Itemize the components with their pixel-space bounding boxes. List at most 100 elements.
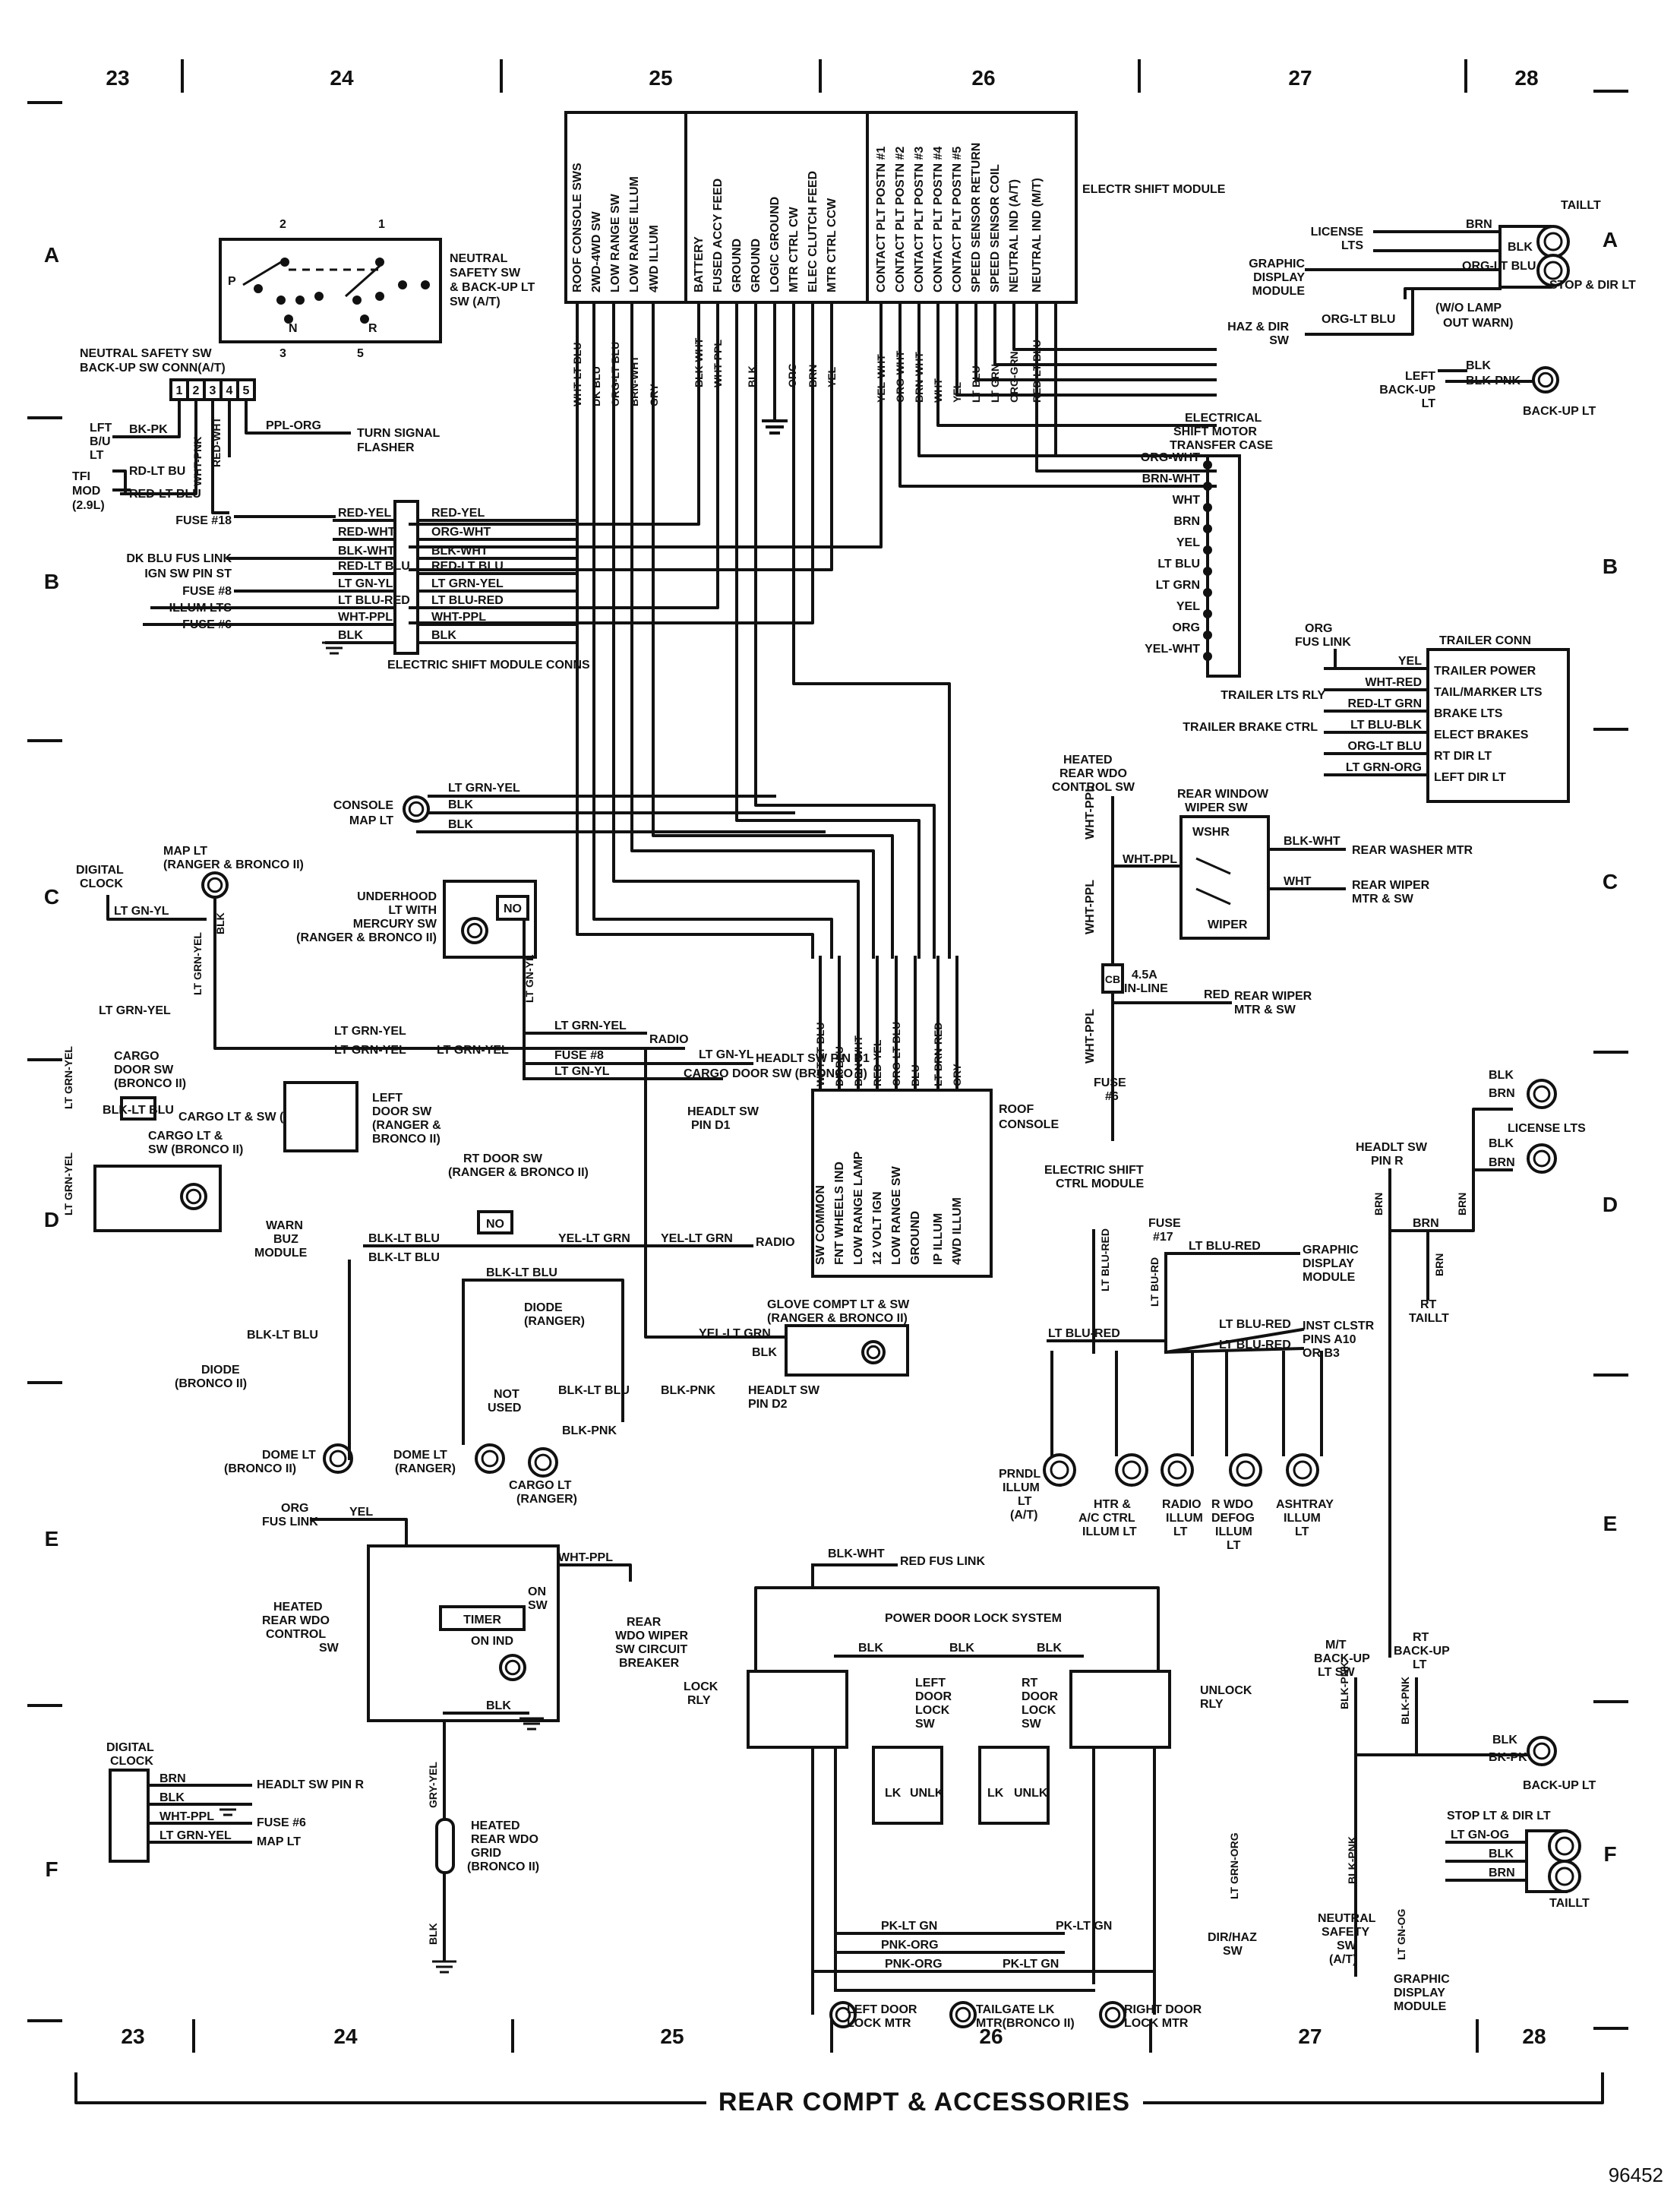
glove-compt-body	[785, 1324, 909, 1377]
left-door-sw-title: (RANGER &	[372, 1119, 441, 1132]
rt-taillt: RT	[1420, 1298, 1437, 1311]
label-left-backup: LT	[90, 449, 104, 462]
clock-body	[109, 1769, 150, 1863]
neutral-safety-title: SAFETY	[1322, 1926, 1369, 1939]
wire-label: CARGO DOOR SW (BRONCO II)	[684, 1067, 867, 1080]
motor-wire-label: YEL	[1176, 600, 1200, 613]
esm-conn-source: IGN SW PIN ST	[144, 567, 232, 580]
unlock-rly-title: RLY	[1200, 1698, 1224, 1711]
wire	[443, 1712, 529, 1825]
rt-door-lock-sw-title: LOCK	[1022, 1704, 1056, 1717]
wire-label: LT GRN-ORG	[1228, 1832, 1240, 1899]
roof-wire: LT BRN-RED	[932, 1022, 944, 1086]
cargo-lt-ranger: CARGO LT	[509, 1479, 572, 1492]
left-door-lock-sw-title: LEFT	[915, 1677, 946, 1690]
footer: REAR COMPT & ACCESSORIES 96452	[74, 2072, 1663, 2186]
red-fus-link: RED FUS LINK	[900, 1555, 985, 1568]
lock-rly-title: RLY	[687, 1694, 711, 1707]
wire-label: LT GN-YL	[523, 954, 535, 1003]
graphic-display-title: MODULE	[1303, 1271, 1356, 1284]
headlt-pin-d1: PIN D1	[691, 1119, 731, 1132]
license-lamp-1	[1527, 1079, 1557, 1109]
taillt-label: HAZ & DIR	[1227, 321, 1289, 334]
diode-ranger: (RANGER)	[524, 1315, 585, 1328]
rear-wiper-mtr: REAR WIPER	[1352, 879, 1430, 892]
module-pin: LOW RANGE SW	[609, 193, 622, 292]
heated-fus-link: ORG	[281, 1502, 308, 1515]
wire-label: BLK-PNK	[661, 1384, 715, 1397]
headlt-pin-r: HEADLT SW	[1356, 1141, 1428, 1154]
wire-label: RED-WHT	[210, 416, 223, 467]
left-door-lock-sw-body	[872, 1746, 943, 1825]
wire	[1388, 1108, 1513, 1658]
module-pin: ROOF CONSOLE SWS	[571, 163, 584, 292]
radio-label: HEADLT SW PIN D1	[756, 1052, 870, 1065]
prndl-lamp	[1043, 1453, 1076, 1487]
motor-wire-label: YEL-WHT	[1145, 643, 1200, 656]
rt-backup-title: LT	[1413, 1658, 1427, 1671]
stop-dir-lamp	[1536, 225, 1570, 258]
diode-bronco: (BRONCO II)	[175, 1377, 247, 1390]
heated-grid-title: REAR WDO	[471, 1833, 538, 1846]
wshr-label: WSHR	[1192, 826, 1230, 839]
rt-door-sw-title: (RANGER & BRONCO II)	[448, 1166, 589, 1179]
taillt-wire: BLK	[1466, 359, 1491, 372]
footer-title: REAR COMPT & ACCESSORIES	[718, 2088, 1130, 2116]
radio-illum-title: RADIO	[1162, 1498, 1202, 1511]
column-label-top: 26	[971, 66, 995, 90]
motor-pin	[1203, 567, 1212, 576]
esc-module-title: CTRL MODULE	[1056, 1178, 1144, 1190]
wire-label: PK-LT GN	[881, 1920, 937, 1933]
lock-rly-title: LOCK	[684, 1680, 718, 1693]
prndl-title: PRNDL	[999, 1468, 1041, 1481]
trailer-wire: ORG-LT BLU	[1348, 740, 1422, 753]
roof-wire: BLU	[909, 1064, 921, 1086]
motor-wire-label: BRN	[1173, 515, 1200, 528]
wire	[754, 1563, 1160, 1673]
ashtray-title: ILLUM	[1284, 1512, 1321, 1525]
wire-label: FUSE #8	[554, 1049, 604, 1062]
wire	[245, 398, 351, 435]
esm-conns-title: ELECTRIC SHIFT MODULE CONNS	[387, 659, 590, 672]
wiper-wire: WHT	[1284, 875, 1312, 888]
module-pin: ELEC CLUTCH FEED	[807, 171, 819, 292]
trailer-function: LEFT DIR LT	[1434, 771, 1506, 784]
prndl-title: LT	[1018, 1495, 1032, 1508]
heated-fus-link: FUS LINK	[262, 1516, 318, 1528]
column-label-bottom: 28	[1522, 2025, 1546, 2048]
trailer-function: BRAKE LTS	[1434, 707, 1503, 720]
map-lamp	[201, 871, 229, 899]
rt-taillt: TAILLT	[1409, 1312, 1449, 1325]
roof-wire: BRN-WHT	[852, 1035, 864, 1086]
column-label-bottom: 24	[333, 2025, 358, 2048]
heated-sw-title: HEATED	[273, 1601, 323, 1614]
htr-ac-title: HTR &	[1094, 1498, 1131, 1511]
switch-arm	[1195, 857, 1231, 906]
wire-label: BLK-PNK	[1399, 1677, 1411, 1724]
motor-pin	[1203, 545, 1212, 555]
wire-label: BRN	[1456, 1193, 1468, 1215]
esm-wire-left: RED-LT BLU	[338, 560, 410, 573]
wire-label: LT GRN-YEL	[554, 1019, 627, 1032]
column-label-top: 24	[330, 66, 354, 90]
wire-label: WHT-PNK	[191, 437, 204, 486]
wire-label: BLK-PNK	[1338, 1661, 1350, 1709]
lk-label: LK	[987, 1787, 1004, 1800]
roof-wire: RED-YEL	[871, 1039, 883, 1086]
wire	[1164, 1327, 1305, 1355]
clock-title: DIGITAL	[106, 1741, 154, 1754]
htr-ac-lamp	[1115, 1453, 1148, 1487]
taillt-label: LTS	[1341, 239, 1363, 252]
wire	[557, 1563, 632, 1582]
digital-clock-label: DIGITAL	[76, 864, 124, 877]
wire	[211, 398, 229, 514]
console-map-lt-label: CONSOLE	[333, 799, 393, 812]
trailer-function: TAIL/MARKER LTS	[1434, 686, 1543, 699]
wire-label: BRN	[1489, 1087, 1515, 1100]
